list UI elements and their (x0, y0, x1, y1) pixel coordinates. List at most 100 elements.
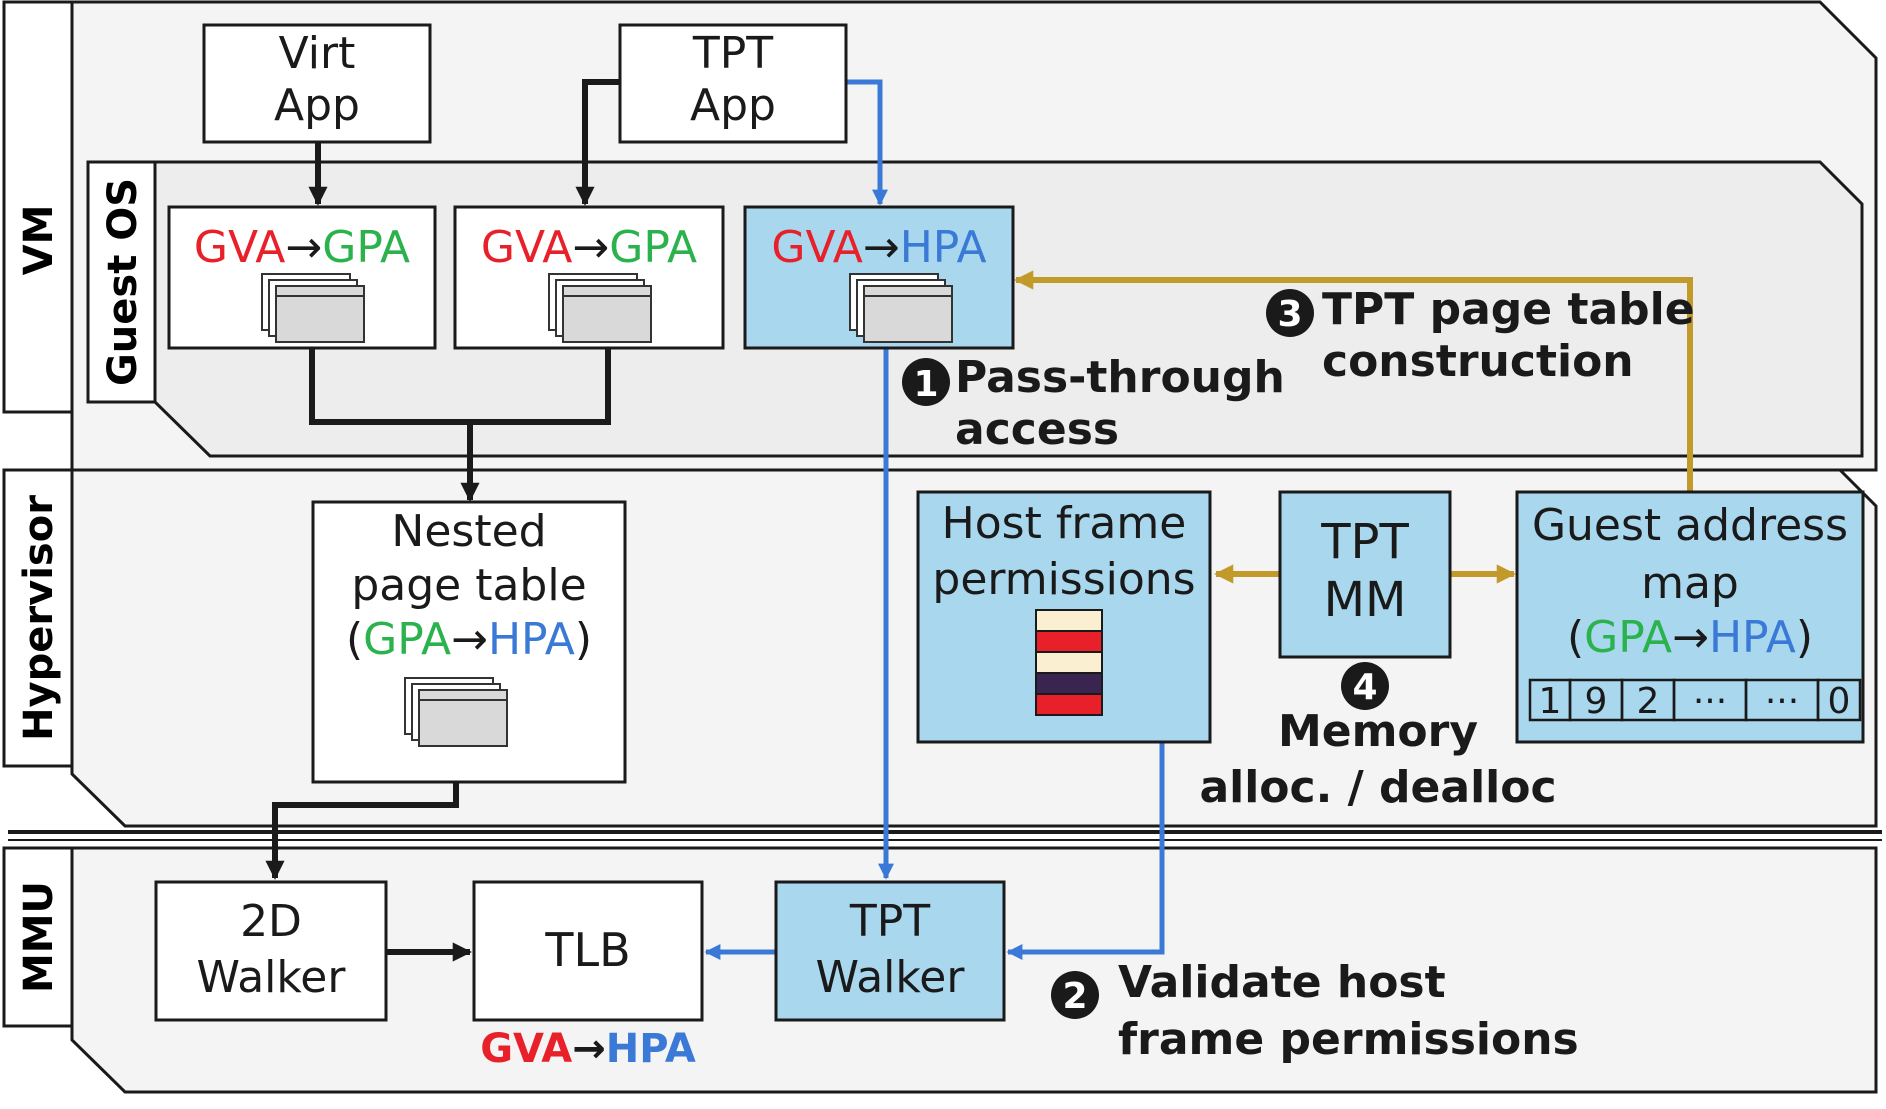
virt-app-box: Virt App (202, 23, 432, 144)
guest-map-line1: Guest address (1532, 500, 1848, 551)
virt-app-line2: App (274, 80, 360, 131)
step-1-number: 1 (913, 364, 938, 405)
permission-entry (1035, 693, 1103, 716)
mmu-tab: MMU (2, 846, 74, 1028)
step-1-line2: access (955, 404, 1119, 455)
arrow-tpt-pt-construction (1014, 270, 1693, 492)
arrow-glyph: → (572, 222, 609, 273)
tpt-walker-line1: TPT (849, 896, 930, 947)
permission-entry (1035, 609, 1103, 632)
host-frame-line2: permissions (932, 554, 1195, 605)
host-frame-line1: Host frame (942, 498, 1187, 549)
tpt-app-line2: App (690, 80, 776, 131)
2d-walker-box: 2D Walker (154, 880, 388, 1022)
nested-line2: page table (351, 560, 586, 611)
permission-entry (1035, 630, 1103, 653)
address-map-cell-value: ··· (1693, 681, 1727, 722)
step-4-line1: Memory (1278, 706, 1478, 757)
gva-label: GVA (481, 222, 572, 273)
guest-os-label: Guest OS (100, 178, 146, 386)
step-4-badge (1341, 662, 1389, 710)
virt-app-line1: Virt (279, 28, 356, 79)
step-3-badge (1266, 289, 1314, 337)
gva-label: GVA (194, 222, 285, 273)
permission-entry (1035, 672, 1103, 695)
svg-text:(GPA→HPA): (GPA→HPA) (1567, 612, 1813, 663)
address-map-cell-value: ··· (1765, 681, 1799, 722)
paren-close: ) (575, 614, 592, 665)
page-stack-icon (548, 273, 652, 343)
paren-open: ( (1567, 612, 1584, 663)
arrow-glyph: → (285, 222, 322, 273)
hpa-label: HPA (488, 614, 575, 665)
step-1-pass-through: 1 Pass-through access (902, 352, 1285, 455)
gpa-label: GPA (1584, 612, 1672, 663)
page-stack-icon (849, 273, 953, 343)
tpt-mm-box: TPT MM (1278, 490, 1452, 659)
arrow-glyph: → (863, 222, 900, 273)
paren-open: ( (346, 614, 363, 665)
svg-text:(GPA→HPA): (GPA→HPA) (346, 614, 592, 665)
arrow-glyph: → (1672, 612, 1709, 663)
address-map-cell-value: 1 (1539, 681, 1562, 722)
nested-line1: Nested (391, 506, 546, 557)
gpa-label: GPA (322, 222, 410, 273)
vm-tab: VM (2, 0, 74, 414)
step-3-construction: 3 TPT page table construction (1266, 284, 1695, 387)
step-4-line2: alloc. / dealloc (1199, 762, 1556, 813)
tpt-page-table: GVA→HPA (743, 205, 1015, 350)
permission-stack (1035, 609, 1103, 716)
arrow-glyph: → (451, 614, 488, 665)
page-stack-icon (261, 273, 365, 343)
step-2-number: 2 (1062, 976, 1087, 1017)
hypervisor-label: Hypervisor (16, 495, 62, 741)
step-3-line2: construction (1322, 336, 1634, 387)
address-map-cell (1816, 678, 1862, 722)
tlb-label: TLB (544, 923, 630, 977)
address-map-cell-value: 0 (1828, 681, 1851, 722)
gpa-label: GPA (609, 222, 697, 273)
guest-page-table-virt: GVA→GPA (167, 205, 437, 350)
arrow-tpt-app-to-tpt-pt (845, 79, 889, 206)
tpt-mm-line2: MM (1324, 572, 1407, 628)
hpa-label: HPA (606, 1026, 696, 1072)
svg-text:GVA→GPA: GVA→GPA (194, 222, 410, 273)
mmu-label: MMU (16, 881, 62, 993)
hypervisor-tab: Hypervisor (2, 468, 74, 768)
host-frame-permissions-box: Host frame permissions (916, 490, 1212, 744)
tpt-app-line1: TPT (692, 28, 773, 79)
2d-walker-line2: Walker (197, 952, 347, 1003)
address-map-cell-value: 9 (1585, 681, 1608, 722)
step-2-line2: frame permissions (1118, 1014, 1579, 1065)
step-3-number: 3 (1277, 294, 1302, 335)
arrow-guest-pts-to-nested (309, 348, 611, 500)
gpa-label: GPA (363, 614, 451, 665)
step-1-badge (902, 358, 950, 406)
step-2-line1: Validate host (1118, 957, 1446, 1008)
tlb-box: TLB (472, 880, 704, 1022)
2d-walker-line1: 2D (240, 896, 302, 947)
step-1-line1: Pass-through (955, 352, 1285, 403)
step-3-line1: TPT page table (1322, 284, 1695, 335)
paren-close: ) (1796, 612, 1813, 663)
step-4-memory: 4 Memory alloc. / dealloc (1199, 662, 1557, 813)
tpt-app-box: TPT App (618, 23, 848, 144)
permission-entry (1035, 651, 1103, 674)
nested-page-table-box: Nested page table (GPA→HPA) (311, 500, 627, 784)
step-2-badge (1051, 971, 1099, 1019)
tpt-mm-line1: TPT (1320, 514, 1409, 570)
arrow-nested-to-2d-walker (265, 782, 459, 880)
address-map-cell-value: 2 (1637, 681, 1660, 722)
hpa-label: HPA (900, 222, 987, 273)
step-4-number: 4 (1352, 667, 1377, 708)
guest-page-table-tpt-app: GVA→GPA (453, 205, 725, 350)
hpa-label: HPA (1709, 612, 1796, 663)
svg-text:GVA→HPA: GVA→HPA (771, 222, 986, 273)
arrow-tpt-app-to-pt2 (575, 79, 620, 206)
step-2-validate: 2 Validate host frame permissions (1051, 957, 1579, 1065)
guest-os-tab: Guest OS (86, 160, 157, 404)
vm-label: VM (16, 205, 62, 276)
